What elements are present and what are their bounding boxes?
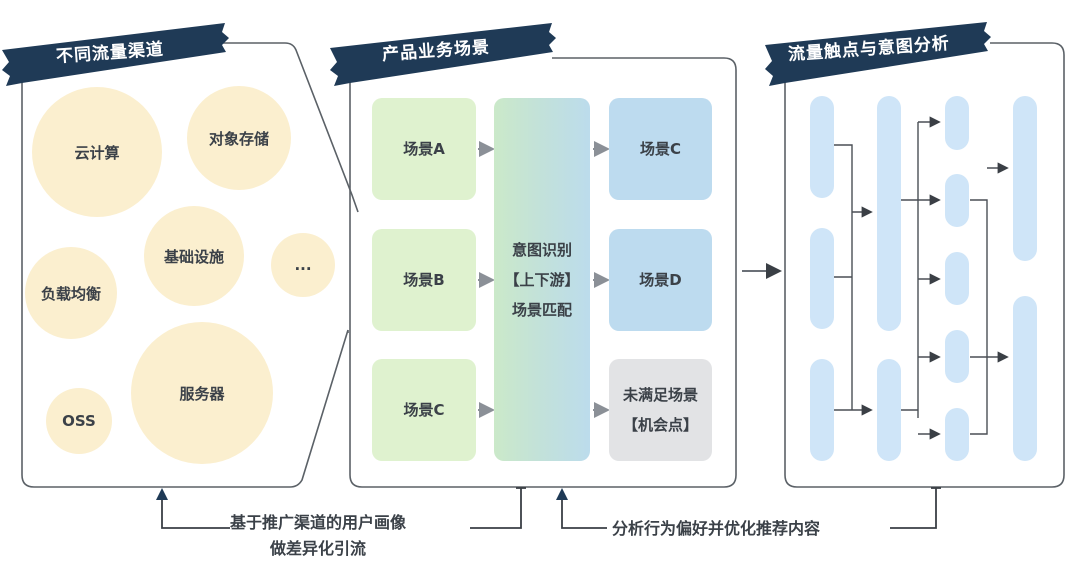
channels-frame: [21, 80, 349, 488]
intent-matching-box: 意图识别 【上下游】 场景匹配: [494, 98, 590, 461]
touchpoint-node: [945, 252, 969, 305]
touchpoint-node: [810, 228, 834, 329]
touchpoint-node: [877, 96, 901, 331]
unmet-scenario-box: 未满足场景 【机会点】: [609, 359, 712, 461]
banner-channels-shape: [2, 23, 229, 86]
touchpoint-node: [945, 174, 969, 227]
touchpoint-node: [945, 96, 969, 150]
left-caption-line-2: 做差异化引流: [270, 539, 367, 558]
touchpoint-node: [945, 408, 969, 461]
scenario-a-box: 场景A: [372, 98, 476, 200]
banner-analysis-shape: [765, 22, 991, 86]
unmet-line-1: 未满足场景: [622, 386, 698, 404]
intent-line-3: 场景匹配: [511, 300, 572, 319]
bubble-more: ...: [271, 233, 335, 297]
bubble-object-storage: 对象存储: [187, 86, 291, 190]
bubble-load-balancing: 负载均衡: [25, 247, 117, 339]
intent-line-2: 【上下游】: [504, 270, 580, 289]
analysis-connectors: [834, 116, 1009, 440]
unmet-line-2: 【机会点】: [622, 416, 698, 434]
scenarios-frame: [349, 57, 737, 488]
arrow-up-right: [556, 488, 568, 500]
bubble-cloud-computing: 云计算: [32, 87, 162, 217]
right-feedback-caption: 分析行为偏好并优化推荐内容: [612, 519, 821, 538]
banner-scenarios-shape: [330, 23, 556, 86]
analysis-frame: [784, 42, 1065, 488]
touchpoint-node: [810, 96, 834, 198]
intent-line-1: 意图识别: [511, 240, 572, 259]
feedback-arrows: [161, 487, 941, 529]
bubble-oss: OSS: [46, 388, 112, 454]
touchpoint-node: [810, 359, 834, 461]
touchpoint-node: [945, 330, 969, 383]
touchpoint-node: [1013, 96, 1037, 261]
bubble-server: 服务器: [131, 322, 273, 464]
left-feedback-caption: 基于推广渠道的用户画像 做差异化引流: [230, 510, 406, 562]
channels-funnel-top: [220, 42, 359, 213]
touchpoint-node: [1013, 296, 1037, 461]
scenario-d-box: 场景D: [609, 229, 712, 331]
scenario-b-box: 场景B: [372, 229, 476, 331]
scenario-c-output-box: 场景C: [609, 98, 712, 200]
bubble-infrastructure: 基础设施: [144, 206, 244, 306]
scenario-c-input-box: 场景C: [372, 359, 476, 461]
left-caption-line-1: 基于推广渠道的用户画像: [230, 513, 407, 532]
arrow-up-left: [156, 488, 168, 500]
touchpoint-node: [877, 359, 901, 461]
